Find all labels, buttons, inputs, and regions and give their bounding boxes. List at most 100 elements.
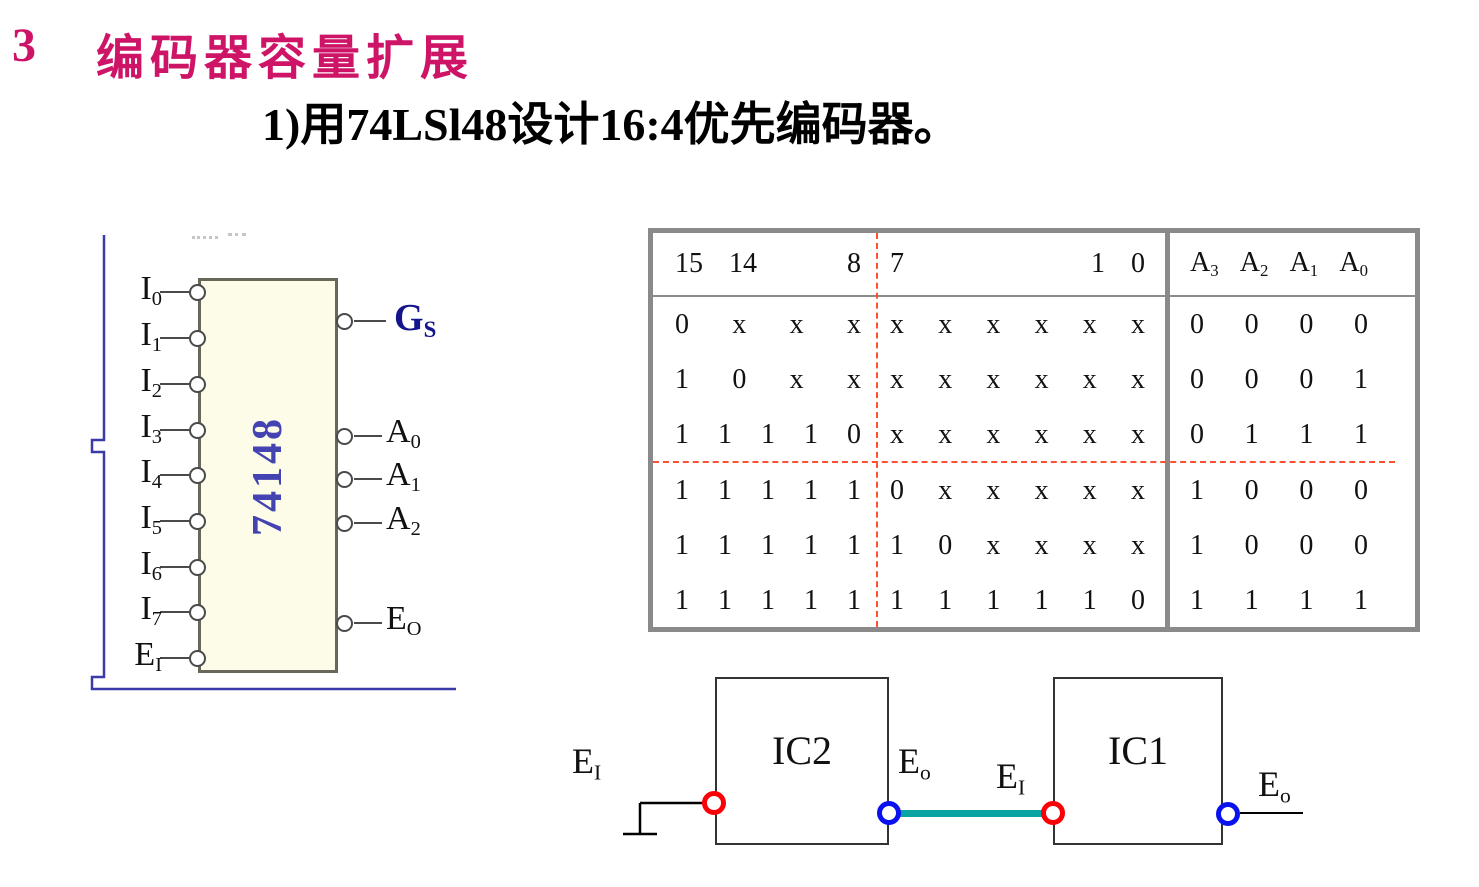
table-row: 0 0 0 1 — [1170, 352, 1410, 407]
table-cell: 1 — [675, 584, 689, 616]
inverter-bubble-icon — [189, 376, 206, 393]
table-cell: 0 — [1190, 418, 1204, 450]
table-cell: 1 — [761, 474, 775, 506]
table-row: x x x x x x — [877, 407, 1165, 462]
table-cell: 0 — [675, 308, 689, 340]
table-cell: x — [1034, 474, 1049, 506]
table-cell: 0 — [1190, 308, 1204, 340]
table-cell: 0 — [1299, 308, 1314, 340]
input-pin-label-i1: I1 — [140, 316, 162, 357]
table-row: 1 1 1 1 1 — [653, 573, 877, 628]
inverter-bubble-icon — [189, 559, 206, 576]
table-cell: x — [890, 308, 904, 340]
header-cell: A1 — [1289, 246, 1319, 281]
table-cell: 1 — [718, 584, 732, 616]
inverter-bubble-icon — [189, 284, 206, 301]
table-cell: x — [1130, 308, 1145, 340]
inverter-bubble-icon — [336, 471, 353, 488]
table-header-outputs: A3 A2 A1 A0 — [1170, 233, 1410, 295]
table-cell: 0 — [1244, 308, 1259, 340]
table-row: 1 0 x x — [653, 352, 877, 407]
cascade-connection-wire — [899, 810, 1044, 817]
table-cell: 0 — [1353, 474, 1368, 506]
inverter-bubble-icon — [189, 650, 206, 667]
table-cell: 1 — [847, 474, 861, 506]
chip-body-74148: 74148 — [198, 278, 338, 673]
table-cell: x — [938, 418, 953, 450]
pin-wire — [160, 566, 192, 568]
table-cell: 0 — [1353, 308, 1368, 340]
terminal-ring-red-ic1-ei — [1041, 801, 1065, 825]
pin-wire — [160, 383, 192, 385]
header-cell: 14 — [729, 248, 757, 279]
chip-label: 74148 — [245, 415, 291, 536]
table-row: 0 x x x x x — [877, 463, 1165, 518]
table-row: 0 1 1 1 — [1170, 407, 1410, 462]
table-row: 1 1 1 1 0 — [653, 407, 877, 462]
terminal-ring-blue-ic2-eo — [877, 801, 901, 825]
table-cell: 1 — [986, 584, 1001, 616]
table-section-divider — [1165, 233, 1170, 627]
inverter-bubble-icon — [189, 467, 206, 484]
header-cell: A0 — [1339, 246, 1368, 281]
table-cell: 0 — [1244, 363, 1259, 395]
red-dashed-vline — [876, 233, 878, 627]
pin-wire — [160, 337, 192, 339]
table-cell: 1 — [1353, 363, 1368, 395]
table-cell: x — [938, 363, 953, 395]
inverter-bubble-icon — [189, 422, 206, 439]
input-pin-label-i6: I6 — [140, 545, 162, 586]
table-cell: x — [732, 308, 747, 340]
input-pin-label-i5: I5 — [140, 499, 162, 540]
output-pin-label-a0: A0 — [386, 413, 421, 454]
table-cell: 1 — [890, 584, 904, 616]
table-cell: x — [1130, 474, 1145, 506]
output-pin-label-a2: A2 — [386, 500, 421, 541]
table-cell: x — [986, 418, 1001, 450]
table-cell: x — [1082, 363, 1097, 395]
table-cell: x — [1034, 529, 1049, 561]
ic2-label: IC2 — [772, 728, 832, 773]
table-row: x x x x x x — [877, 352, 1165, 407]
table-cell: 0 — [1130, 584, 1145, 616]
stray-marks — [228, 233, 246, 236]
table-cell: 1 — [1299, 418, 1314, 450]
table-cell: x — [938, 308, 953, 340]
header-cell: 15 — [675, 248, 703, 279]
ic1-label: IC1 — [1108, 728, 1168, 773]
output-pin-label-a1: A1 — [386, 456, 421, 497]
table-row: 0 x x x — [653, 297, 877, 352]
header-cell: 8 — [847, 248, 861, 279]
pin-wire — [354, 478, 382, 480]
table-cell: x — [846, 308, 861, 340]
ic1-box: IC1 — [1053, 677, 1223, 845]
page-title: 编码器容量扩展 — [96, 32, 475, 85]
table-cell: 1 — [1082, 584, 1097, 616]
table-row: 1 1 1 1 1 0 — [877, 573, 1165, 628]
table-cell: 1 — [1299, 584, 1314, 616]
table-cell: 1 — [938, 584, 953, 616]
output-wire — [1240, 812, 1303, 814]
table-row: x x x x x x — [877, 297, 1165, 352]
table-cell: 1 — [1353, 418, 1368, 450]
pin-wire — [160, 520, 192, 522]
header-underline — [653, 295, 1415, 297]
pin-wire — [160, 291, 192, 293]
subtitle: 1)用74LSl48设计16:4优先编码器。 — [262, 99, 960, 150]
truth-table: 15 14 8 7 1 0 A3 A2 A1 A0 0 x x x x x x … — [648, 228, 1420, 632]
table-row: 1 0 0 0 — [1170, 518, 1410, 573]
table-cell: x — [986, 529, 1001, 561]
pin-wire — [354, 320, 386, 322]
ground-icon — [623, 801, 704, 836]
table-cell: 1 — [761, 584, 775, 616]
stray-marks — [192, 236, 218, 239]
table-cell: 1 — [761, 529, 775, 561]
inverter-bubble-icon — [189, 330, 206, 347]
table-cell: x — [890, 363, 904, 395]
pin-wire — [160, 611, 192, 613]
table-cell: 0 — [1244, 474, 1259, 506]
eo-right-label: Eo — [1258, 764, 1291, 808]
table-cell: x — [1130, 529, 1145, 561]
